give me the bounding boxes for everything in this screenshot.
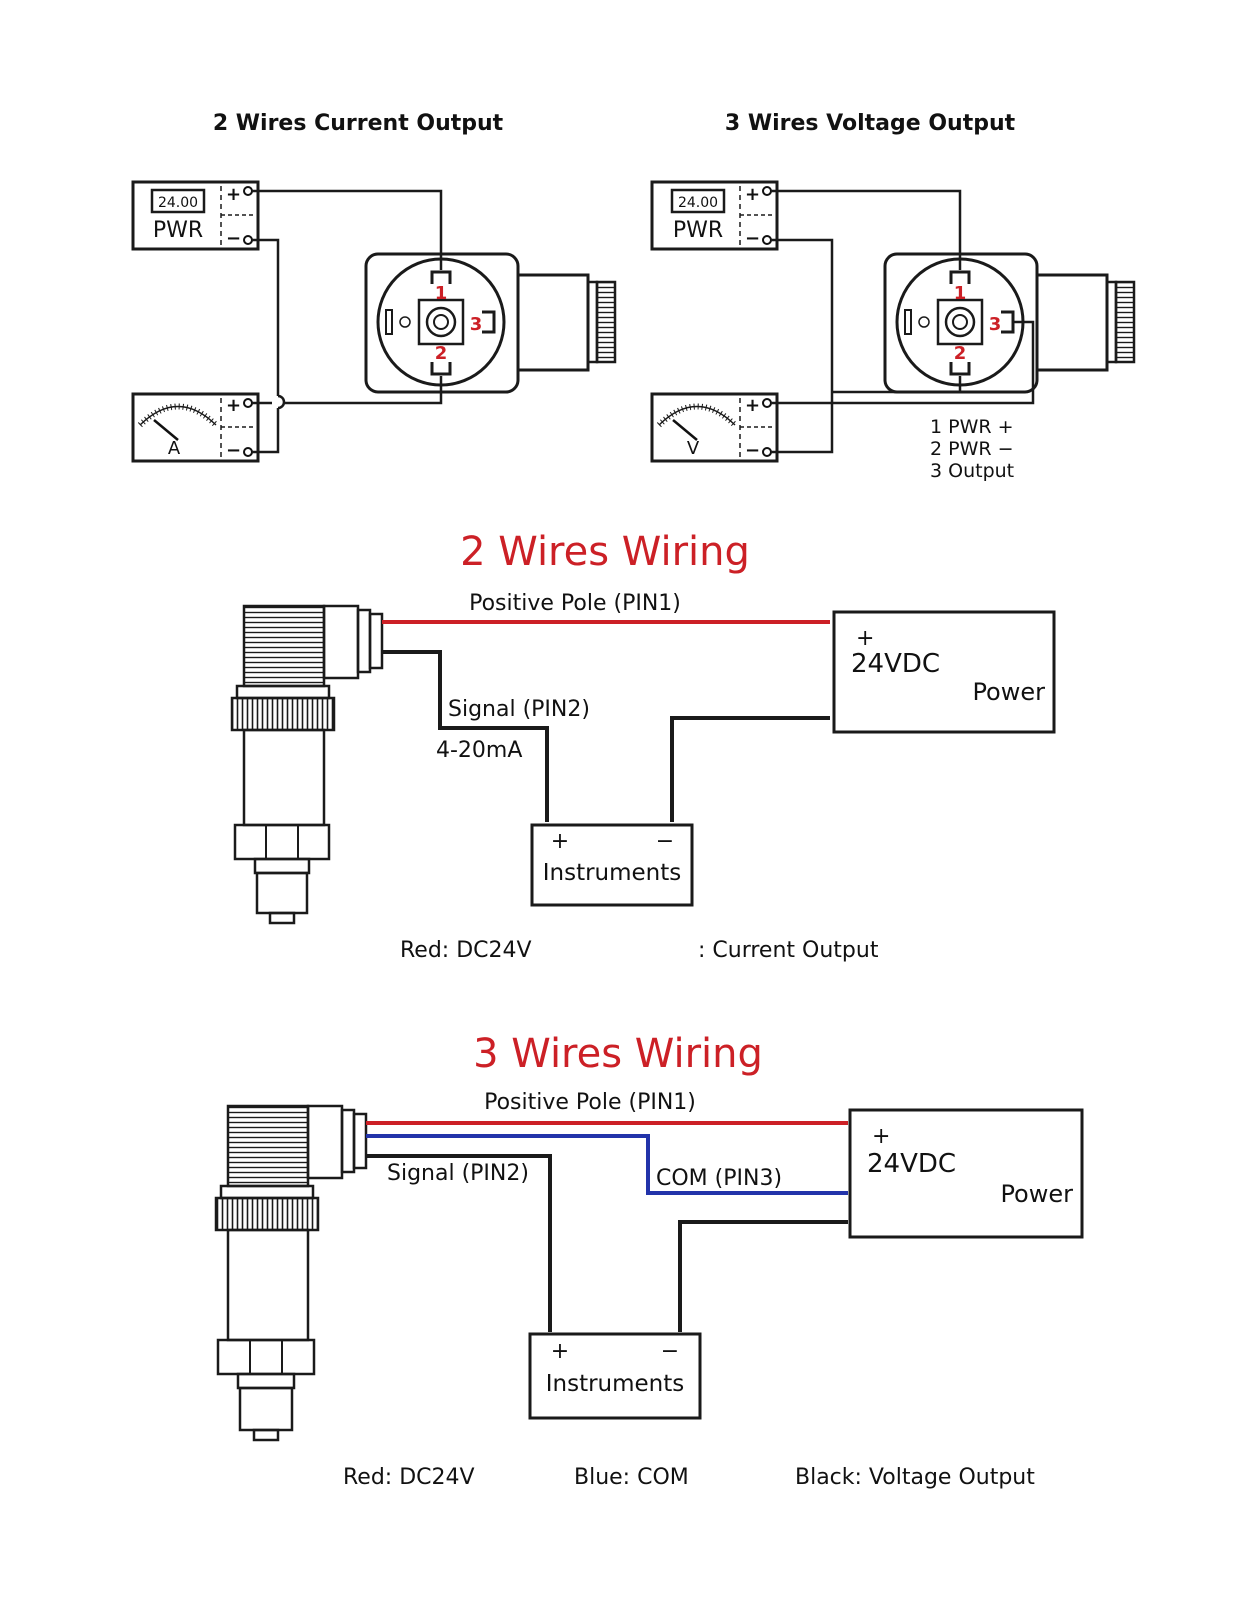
power-plus-2: + bbox=[872, 1124, 890, 1149]
instruments-box-2: + − Instruments bbox=[528, 1332, 702, 1420]
pwr-plus: + bbox=[226, 184, 241, 205]
instruments-plus: + bbox=[551, 829, 569, 854]
positive-pole-label-2: Positive Pole (PIN1) bbox=[484, 1090, 696, 1115]
power-label: Power bbox=[972, 678, 1045, 706]
pwr-display-2 bbox=[670, 188, 726, 214]
voltage-output-wires bbox=[771, 189, 1035, 454]
pin-2-label: 2 bbox=[435, 343, 448, 364]
din-connector-2: 1 2 3 bbox=[883, 252, 1136, 394]
note-red: Red: DC24V bbox=[400, 938, 532, 963]
meter-scale-ticks-2 bbox=[656, 403, 738, 428]
pressure-transmitter-2 bbox=[214, 1104, 368, 1442]
pwr-plus-terminal-2 bbox=[762, 186, 772, 196]
meter-scale-ticks bbox=[137, 403, 219, 428]
pin-2-label-2: 2 bbox=[954, 343, 967, 364]
current-output-wires bbox=[252, 189, 443, 454]
note-current-output: : Current Output bbox=[698, 938, 879, 963]
pwr-minus-2: − bbox=[745, 228, 760, 249]
pin-3-label-2: 3 bbox=[989, 314, 1002, 335]
pin-legend-line-2: 2 PWR − bbox=[930, 438, 1014, 460]
pwr-display bbox=[150, 188, 206, 214]
pwr-plus-2: + bbox=[745, 184, 760, 205]
note-blue: Blue: COM bbox=[574, 1465, 689, 1490]
power-voltage-2: 24VDC bbox=[867, 1149, 956, 1179]
signal-wire-2 bbox=[366, 1154, 552, 1332]
voltage-output-schematic: 3 Wires Voltage Output 24.00 PWR + − V +… bbox=[650, 111, 1136, 482]
three-wire-heading: 3 Wires Wiring bbox=[473, 1031, 763, 1077]
instruments-label-2: Instruments bbox=[546, 1371, 685, 1397]
pwr-minus-terminal-2 bbox=[762, 235, 772, 245]
meter-needle bbox=[153, 419, 179, 441]
ammeter-minus: − bbox=[226, 440, 241, 461]
ammeter-plus: + bbox=[226, 395, 241, 416]
positive-pole-label: Positive Pole (PIN1) bbox=[469, 591, 681, 616]
current-range-label: 4-20mA bbox=[436, 738, 522, 763]
pin-1-label: 1 bbox=[435, 283, 448, 304]
two-wire-heading: 2 Wires Wiring bbox=[460, 529, 750, 575]
note-black: Black: Voltage Output bbox=[795, 1465, 1035, 1490]
ammeter-box: A + − bbox=[131, 392, 260, 463]
voltage-output-title: 3 Wires Voltage Output bbox=[725, 111, 1016, 136]
transmitter-grip-2 bbox=[214, 1196, 320, 1232]
instruments-label: Instruments bbox=[543, 860, 682, 886]
ammeter-label: A bbox=[168, 438, 181, 459]
pin-3-label: 3 bbox=[470, 314, 483, 335]
meter-needle-2 bbox=[672, 419, 698, 441]
pwr-label: PWR bbox=[153, 218, 203, 243]
connector-knurl-2 bbox=[1114, 280, 1136, 364]
power-box: + 24VDC Power bbox=[832, 610, 1056, 734]
voltmeter-plus-terminal bbox=[762, 398, 772, 408]
power-label-2: Power bbox=[1000, 1180, 1073, 1208]
instruments-minus: − bbox=[656, 829, 674, 854]
pin-1-label-2: 1 bbox=[954, 283, 967, 304]
pwr-minus-terminal bbox=[243, 235, 253, 245]
pin-legend-line-1: 1 PWR + bbox=[930, 416, 1014, 438]
instruments-box: + − Instruments bbox=[530, 823, 694, 907]
connector-knurl bbox=[595, 280, 617, 364]
com-label: COM (PIN3) bbox=[656, 1166, 782, 1191]
pwr-minus: − bbox=[226, 228, 241, 249]
voltmeter-minus: − bbox=[745, 440, 760, 461]
pwr-display-value-2: 24.00 bbox=[678, 195, 718, 211]
pwr-label-2: PWR bbox=[673, 218, 723, 243]
two-wire-section: 2 Wires Wiring Positive Pole (PIN1) Sign… bbox=[230, 529, 1056, 963]
voltmeter-plus: + bbox=[745, 395, 760, 416]
signal-label-2: Signal (PIN2) bbox=[387, 1161, 529, 1186]
ammeter-plus-terminal bbox=[243, 398, 253, 408]
power-box-2: + 24VDC Power bbox=[848, 1108, 1084, 1239]
pin-legend: 1 PWR + 2 PWR − 3 Output bbox=[930, 416, 1014, 482]
signal-label: Signal (PIN2) bbox=[448, 697, 590, 722]
pwr-supply-box-2: 24.00 PWR + − bbox=[650, 180, 779, 251]
voltmeter-box: V + − bbox=[650, 392, 779, 463]
pin-legend-line-3: 3 Output bbox=[930, 460, 1014, 482]
current-output-schematic: 2 Wires Current Output 24.00 PWR + − A +… bbox=[131, 111, 617, 463]
din-connector: 1 2 3 bbox=[364, 252, 617, 394]
voltmeter-label: V bbox=[687, 438, 700, 459]
transmitter-grip bbox=[230, 696, 336, 732]
signal-wire bbox=[382, 650, 549, 822]
instruments-plus-2: + bbox=[551, 1339, 569, 1364]
pwr-display-value: 24.00 bbox=[158, 195, 198, 211]
pressure-transmitter bbox=[230, 604, 384, 925]
three-wire-section: 3 Wires Wiring Positive Pole (PIN1) Sign… bbox=[214, 1031, 1084, 1490]
pwr-plus-terminal bbox=[243, 186, 253, 196]
meter-scale-arc bbox=[139, 405, 217, 426]
power-voltage: 24VDC bbox=[851, 649, 940, 679]
instruments-minus-2: − bbox=[661, 1339, 679, 1364]
com-wire bbox=[366, 1134, 848, 1195]
ammeter-minus-terminal bbox=[243, 447, 253, 457]
voltmeter-minus-terminal bbox=[762, 447, 772, 457]
return-wire bbox=[670, 716, 830, 822]
pwr-supply-box: 24.00 PWR + − bbox=[131, 180, 260, 251]
meter-scale-arc-2 bbox=[658, 405, 736, 426]
current-output-title: 2 Wires Current Output bbox=[213, 111, 504, 136]
return-wire-2 bbox=[678, 1220, 848, 1332]
note-red-2: Red: DC24V bbox=[343, 1465, 475, 1490]
power-plus: + bbox=[856, 626, 874, 651]
